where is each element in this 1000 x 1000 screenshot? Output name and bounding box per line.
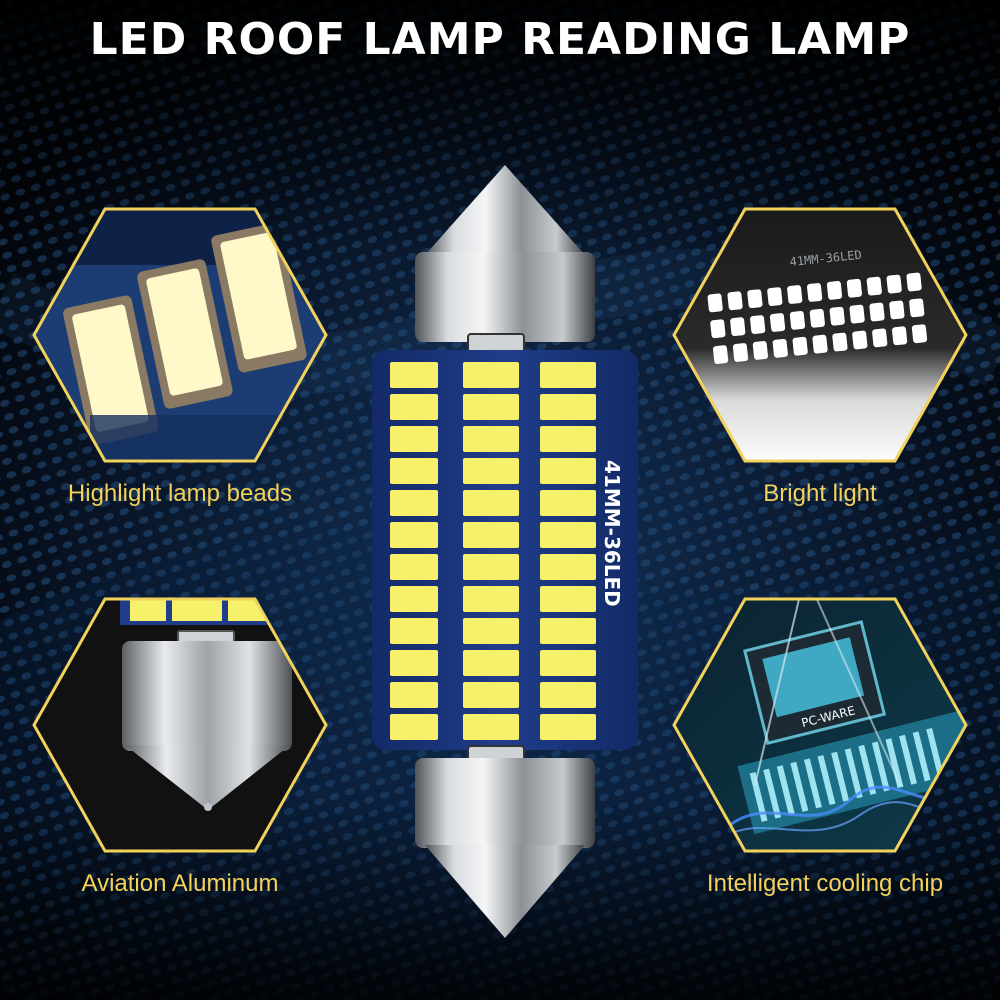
page-title: LED ROOF LAMP READING LAMP: [89, 14, 911, 65]
pcb-marking: 41MM-36LED: [600, 460, 624, 607]
festoon-led-bulb: 41MM-36LED: [372, 165, 638, 938]
feature-caption-lamp-beads: Highlight lamp beads: [67, 480, 293, 507]
feature-caption-aviation-aluminum: Aviation Aluminum: [81, 870, 279, 897]
aviation-aluminum-inset: [32, 597, 328, 853]
cooling-chip-inset: PC-WARE: [672, 597, 968, 853]
feature-caption-cooling-chip: Intelligent cooling chip: [706, 870, 944, 897]
feature-caption-bright-light: Bright light: [763, 480, 877, 507]
led-chip-grid: [390, 362, 596, 740]
lamp-beads-inset: [32, 207, 328, 463]
bright-light-inset: 41MM-36LED: [672, 207, 968, 463]
